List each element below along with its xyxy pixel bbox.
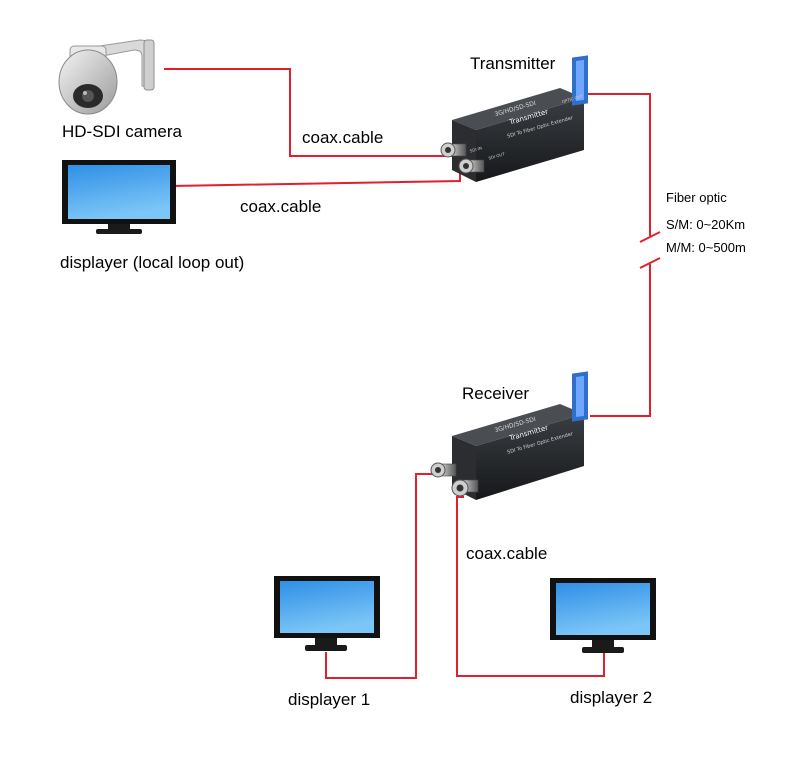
- display-coax-label: coax.cable: [240, 197, 322, 216]
- fiber-break-mark-1: [639, 231, 661, 243]
- fiber-optic-cable: [588, 93, 651, 236]
- monitor-2-icon: [550, 578, 656, 653]
- fiber-singlemode-label: S/M: 0~20Km: [666, 217, 746, 232]
- monitor-1-icon: [274, 576, 380, 651]
- receiver-coax-cable-2: [456, 496, 605, 677]
- transmitter-optic-label: OPTIC OUT: [561, 93, 584, 104]
- transmitter-sdi-out-label: SDI OUT: [488, 151, 506, 161]
- display-1-label: displayer 1: [288, 690, 371, 709]
- bnc-connector-icon: [458, 158, 485, 174]
- bnc-connector-icon: [430, 462, 457, 478]
- fiber-title-label: Fiber optic: [666, 190, 727, 205]
- receiver-coax-cable-1: [325, 473, 436, 679]
- receiver-device-icon: 3G/HD/SD-SDI Transmitter SDI To Fiber Op…: [430, 371, 588, 500]
- transmitter-device-icon: 3G/HD/SD-SDI Transmitter SDI To Fiber Op…: [440, 55, 588, 182]
- receiver-coax-label: coax.cable: [466, 544, 548, 563]
- bnc-connector-icon: [451, 479, 479, 497]
- local-display-label: displayer (local loop out): [60, 253, 245, 272]
- local-monitor-icon: [62, 160, 176, 234]
- camera-coax-label: coax.cable: [302, 128, 384, 147]
- ptz-dome-camera-icon: [58, 39, 155, 115]
- transmitter-sdi-in-label: SDI IN: [469, 145, 482, 153]
- display-2-label: displayer 2: [570, 688, 653, 707]
- fiber-optic-cable-lower: [590, 264, 651, 417]
- cables: [164, 68, 661, 679]
- transmitter-label: Transmitter: [470, 54, 556, 73]
- fiber-break-mark-2: [639, 257, 661, 269]
- bnc-connector-icon: [440, 142, 467, 158]
- receiver-label: Receiver: [462, 384, 530, 403]
- camera-label: HD-SDI camera: [62, 122, 182, 141]
- fiber-multimode-label: M/M: 0~500m: [666, 240, 746, 255]
- display-coax-cable: [171, 168, 461, 187]
- camera-coax-cable: [164, 68, 452, 157]
